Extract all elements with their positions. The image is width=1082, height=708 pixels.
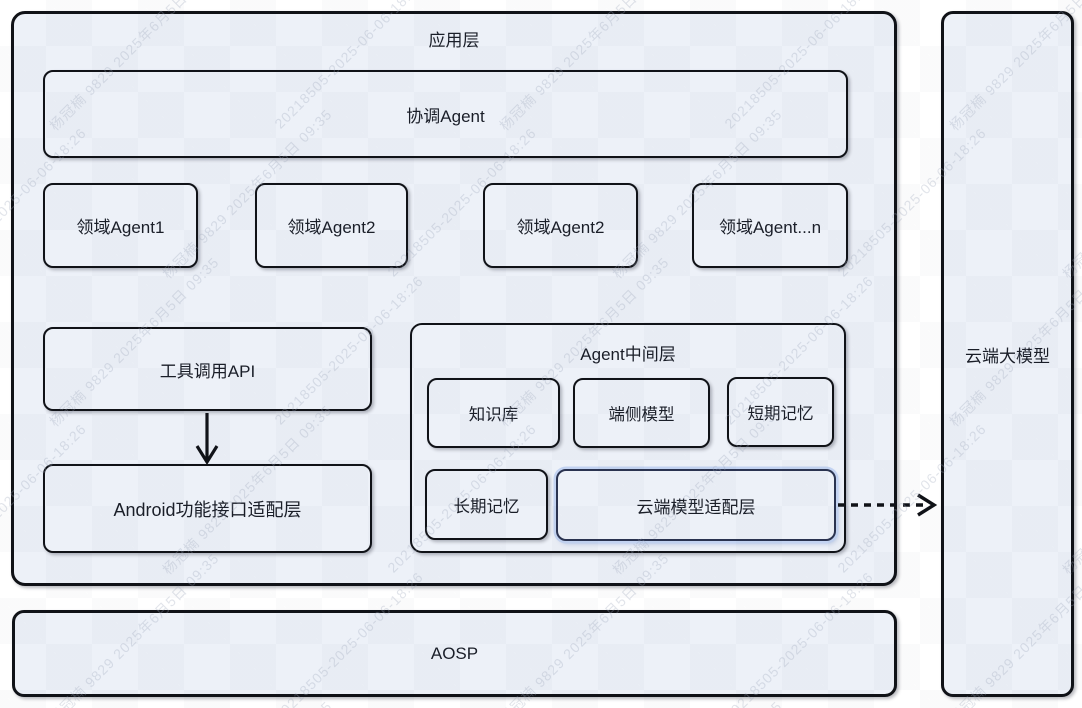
short-term-memory-box: 短期记忆 [727,377,834,447]
android-adapter-label: Android功能接口适配层 [113,499,302,520]
edge-model-box: 端侧模型 [573,378,710,448]
cloud-model-box: 云端大模型 [941,11,1074,697]
domain-agent-n-box: 领域Agent...n [692,183,848,268]
domain-agent-2-label: 领域Agent2 [287,218,376,237]
long-term-memory-label: 长期记忆 [453,497,520,516]
app-layer-title: 应用层 [428,31,480,50]
domain-agent-1-label: 领域Agent1 [76,218,165,237]
arrow-tool-api-to-android [195,413,219,465]
coordinator-agent-box: 协调Agent [43,70,848,158]
aosp-box: AOSP [12,610,897,697]
tool-api-box: 工具调用API [43,327,372,411]
cloud-adapter-box: 云端模型适配层 [556,469,836,541]
domain-agent-n-label: 领域Agent...n [718,218,822,237]
domain-agent-3-box: 领域Agent2 [483,183,638,268]
edge-model-label: 端侧模型 [608,406,675,424]
knowledge-base-box: 知识库 [427,378,560,448]
knowledge-base-label: 知识库 [468,406,519,424]
domain-agent-1-box: 领域Agent1 [43,183,198,268]
aosp-label: AOSP [430,643,479,663]
android-adapter-box: Android功能接口适配层 [43,464,372,553]
cloud-adapter-label: 云端模型适配层 [636,497,756,517]
tool-api-label: 工具调用API [159,361,256,381]
watermark-text: 杨冠楠 9829 2025年6月5日 09:35 [158,696,337,708]
cloud-model-label: 云端大模型 [965,346,1050,366]
watermark-text: 杨冠楠 9829 2025年6月5日 09:35 [608,696,787,708]
short-term-memory-label: 短期记忆 [747,405,814,423]
watermark-text: 杨冠楠 9829 2025年6月5日 09:35 [1058,696,1082,708]
domain-agent-2-box: 领域Agent2 [255,183,408,268]
middleware-title: Agent中间层 [580,345,676,364]
arrow-cloud-adapter-to-cloud-model [838,493,938,517]
domain-agent-3-label: 领域Agent2 [516,218,605,237]
coordinator-agent-label: 协调Agent [406,106,485,126]
long-term-memory-box: 长期记忆 [425,469,548,540]
